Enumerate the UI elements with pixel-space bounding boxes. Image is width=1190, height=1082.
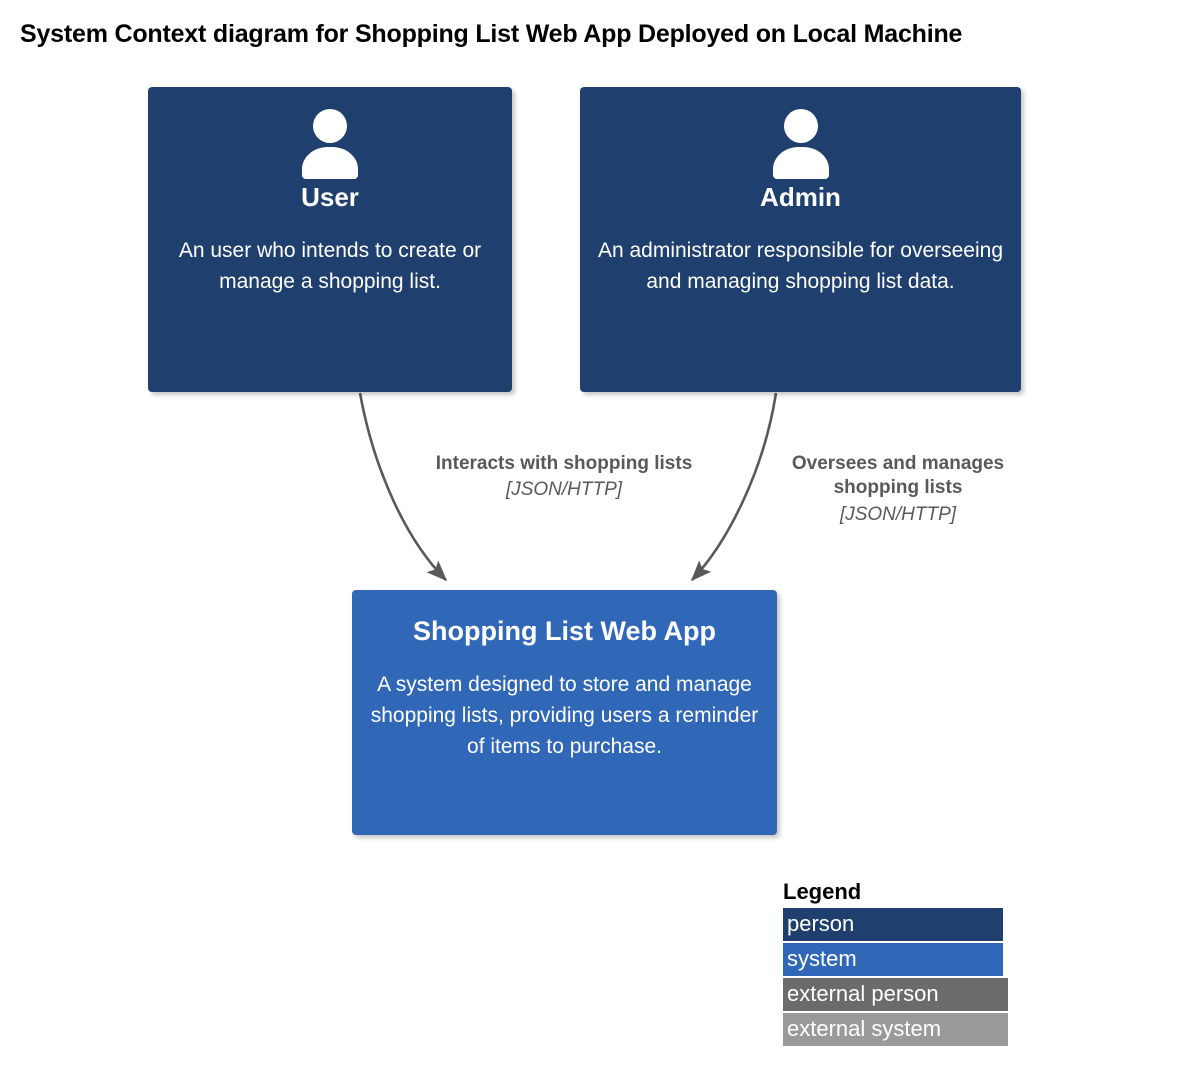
relationship-label-admin-technology: [JSON/HTTP] — [839, 503, 957, 525]
person-icon — [301, 109, 359, 179]
legend-item-external-person: external person — [783, 978, 1008, 1012]
node-admin-name: Admin — [760, 182, 841, 212]
node-user-name: User — [301, 182, 359, 212]
legend-item-system: system — [783, 943, 1003, 977]
legend-item-person: person — [783, 908, 1003, 942]
relationship-label-user-description: Interacts with shopping lists — [435, 453, 693, 474]
legend-item-external-system: external system — [783, 1013, 1008, 1046]
legend-title: Legend — [783, 879, 862, 904]
relationship-label-admin-description: Oversees and manages shopping lists — [791, 453, 1005, 499]
node-shopping-list-web-app-description: A system designed to store and manage sh… — [370, 673, 759, 759]
node-admin[interactable]: Admin An administrator responsible for o… — [580, 87, 1021, 392]
person-icon — [772, 109, 830, 179]
node-shopping-list-web-app-name: Shopping List Web App — [413, 616, 716, 646]
person-icon-body — [772, 147, 829, 179]
node-admin-description: An administrator responsible for oversee… — [597, 238, 1004, 293]
node-user[interactable]: User An user who intends to create or ma… — [148, 87, 512, 392]
page-title: System Context diagram for Shopping List… — [20, 20, 963, 48]
person-icon-body — [302, 147, 358, 179]
person-icon-head — [313, 109, 347, 143]
node-user-description: An user who intends to create or manage … — [178, 238, 482, 293]
person-icon-head — [783, 109, 818, 143]
relationship-label-admin-to-webapp: Oversees and manages shopping lists [JSO… — [752, 452, 1044, 527]
node-shopping-list-web-app[interactable]: Shopping List Web App A system designed … — [352, 590, 777, 835]
relationship-label-user-to-webapp: Interacts with shopping lists [JSON/HTTP… — [414, 452, 714, 503]
relationship-label-user-technology: [JSON/HTTP] — [505, 479, 623, 501]
